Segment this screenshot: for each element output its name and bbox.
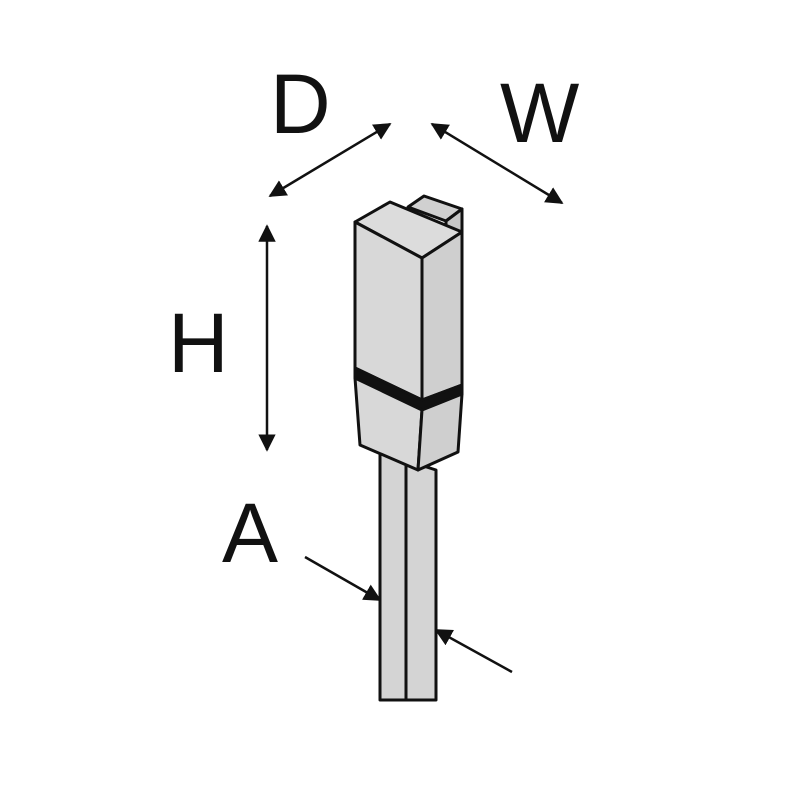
dimension-a-leader-right xyxy=(434,628,513,674)
dimension-w-arrow xyxy=(430,122,564,205)
dimension-a-leader-left xyxy=(304,555,382,602)
strap xyxy=(378,450,438,702)
dimension-h: H xyxy=(168,224,276,452)
head-lower-side xyxy=(416,392,464,472)
dimension-a-label: A xyxy=(222,486,278,580)
dimension-d: D xyxy=(268,57,392,198)
dimension-h-label: H xyxy=(168,296,229,390)
head-side-face xyxy=(420,230,464,402)
strap-body xyxy=(378,450,438,702)
dimension-a: A xyxy=(222,486,513,674)
dimension-d-arrow xyxy=(268,122,392,198)
dimension-w: W xyxy=(430,66,579,205)
dimension-w-label: W xyxy=(500,66,579,160)
dimension-d-label: D xyxy=(270,57,331,151)
tie-head xyxy=(353,194,464,472)
